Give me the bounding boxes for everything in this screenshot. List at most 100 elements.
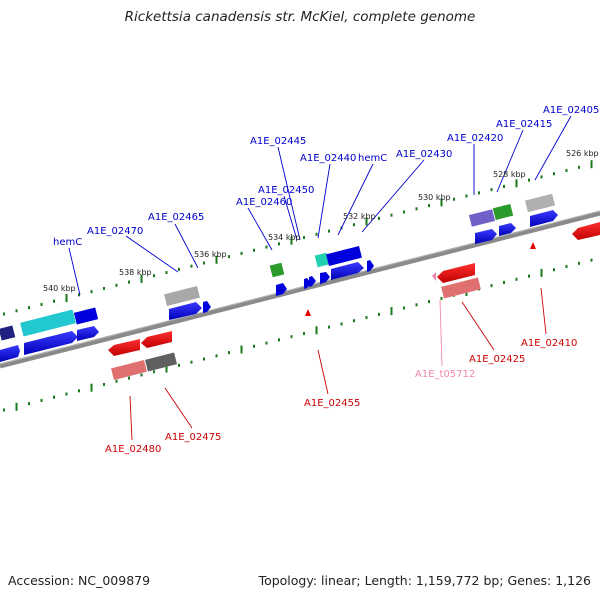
scale-minor-tick: [278, 338, 280, 342]
scale-minor-tick: [190, 360, 193, 364]
gene-arrow-rev: [437, 263, 475, 283]
scale-minor-tick: [528, 274, 530, 278]
scale-minor-tick: [578, 165, 580, 169]
scale-minor-tick: [140, 373, 143, 377]
scale-minor-tick: [415, 207, 418, 211]
scale-label: 538 kbp: [119, 268, 152, 277]
scale-labels: 540 kbp 538 kbp 536 kbp 534 kbp 532 kbp …: [43, 149, 599, 293]
label-leaders: [68, 115, 572, 441]
scale-minor-tick: [115, 379, 118, 383]
label-leader-line: [277, 146, 301, 241]
scale-minor-tick: [553, 268, 555, 272]
scale-minor-tick: [440, 296, 443, 300]
label-leader-line: [540, 287, 547, 335]
scale-minor-tick: [40, 398, 43, 402]
gene-arrow-fwd: [77, 326, 99, 341]
label-leader-line: [129, 395, 133, 441]
scale-minor-tick: [240, 251, 243, 255]
label-leader-line: [361, 159, 425, 233]
scale-minor-tick: [78, 293, 80, 297]
scale-label: 540 kbp: [43, 284, 76, 293]
scale-minor-tick: [3, 312, 5, 316]
feature-block-blue-small: [73, 307, 99, 325]
feature-block-salmon: [111, 359, 147, 381]
scale-minor-tick: [128, 280, 130, 284]
gene-label[interactable]: A1E_02430: [396, 149, 452, 160]
label-leader-line: [68, 247, 81, 296]
label-leader-line: [337, 163, 374, 236]
genome-backbone: [0, 210, 600, 369]
forward-features: [0, 193, 558, 362]
scale-minor-tick: [540, 175, 543, 179]
gene-label[interactable]: A1E_02455: [304, 398, 360, 409]
gene-arrow-rev: [572, 222, 600, 240]
gene-arrow-rev: [141, 331, 172, 348]
scale-minor-tick: [590, 258, 593, 262]
scale-minor-tick: [178, 267, 180, 271]
gene-label[interactable]: A1E_02480: [105, 444, 161, 455]
genome-summary: Topology: linear; Length: 1,159,772 bp; …: [258, 573, 591, 588]
gene-label[interactable]: A1E_02440: [300, 153, 356, 164]
scale-minor-tick: [515, 277, 518, 281]
scale-minor-tick: [278, 242, 280, 246]
gene-arrow-fwd: [309, 276, 316, 287]
gene-label[interactable]: A1E_02405: [543, 105, 599, 116]
scale-major-tick: [15, 402, 18, 411]
scale-minor-tick: [153, 370, 155, 374]
scale-major-tick: [390, 307, 393, 316]
gene-label[interactable]: A1E_02410: [521, 338, 577, 349]
scale-minor-tick: [503, 184, 505, 188]
label-leader-line: [534, 115, 572, 181]
scale-major-tick: [140, 274, 143, 283]
feature-block-navy: [0, 325, 16, 341]
scale-label: 528 kbp: [493, 170, 526, 179]
label-leader-line: [283, 195, 298, 241]
scale-minor-tick: [353, 223, 355, 227]
scale-minor-tick: [390, 213, 393, 217]
scale-major-tick: [315, 326, 318, 335]
gene-label[interactable]: hemC: [358, 153, 387, 164]
gene-label[interactable]: A1E_02475: [165, 432, 221, 443]
scale-minor-tick: [428, 300, 430, 304]
gene-arrow-fwd: [475, 229, 497, 244]
gene-label[interactable]: A1E_02445: [250, 136, 306, 147]
scale-label: 536 kbp: [194, 250, 227, 259]
scale-minor-tick: [253, 248, 255, 252]
scale-minor-tick: [128, 376, 130, 380]
scale-minor-tick: [115, 283, 118, 287]
scale-minor-tick: [65, 392, 68, 396]
scale-minor-tick: [478, 191, 480, 195]
genome-backbone-highlight: [0, 210, 600, 365]
gene-arrow-rev: [108, 339, 140, 356]
scale-minor-tick: [565, 265, 568, 269]
gene-label[interactable]: A1E_02450: [258, 185, 314, 196]
scale-minor-tick: [365, 316, 368, 320]
gene-label[interactable]: A1E_02465: [148, 212, 204, 223]
scale-label: 532 kbp: [343, 212, 376, 221]
gene-arrow-fwd: [320, 272, 330, 284]
gene-label[interactable]: A1E_02425: [469, 354, 525, 365]
gene-label[interactable]: A1E_t05712: [415, 369, 475, 380]
scale-major-tick: [65, 294, 68, 303]
gene-label[interactable]: hemC: [53, 237, 82, 248]
gene-label[interactable]: A1E_02470: [87, 226, 143, 237]
scale-minor-tick: [265, 245, 268, 249]
scale-minor-tick: [403, 210, 405, 214]
reverse-features: [108, 222, 600, 381]
scale-major-tick: [515, 179, 518, 188]
gene-label[interactable]: A1E_02415: [496, 119, 552, 130]
scale-major-tick: [165, 364, 168, 373]
feature-block-purple: [468, 209, 496, 227]
gene-label[interactable]: A1E_02420: [447, 133, 503, 144]
scale-minor-tick: [428, 204, 430, 208]
gene-arrow-rev-small: [305, 309, 311, 316]
accession-text: Accession: NC_009879: [8, 573, 151, 588]
gene-label[interactable]: A1E_02460: [236, 197, 292, 208]
scale-minor-tick: [315, 232, 318, 236]
feature-block-teal: [314, 252, 330, 268]
scale-minor-tick: [103, 382, 105, 386]
scale-minor-tick: [328, 229, 330, 233]
scale-minor-tick: [328, 325, 330, 329]
scale-minor-tick: [203, 357, 205, 361]
